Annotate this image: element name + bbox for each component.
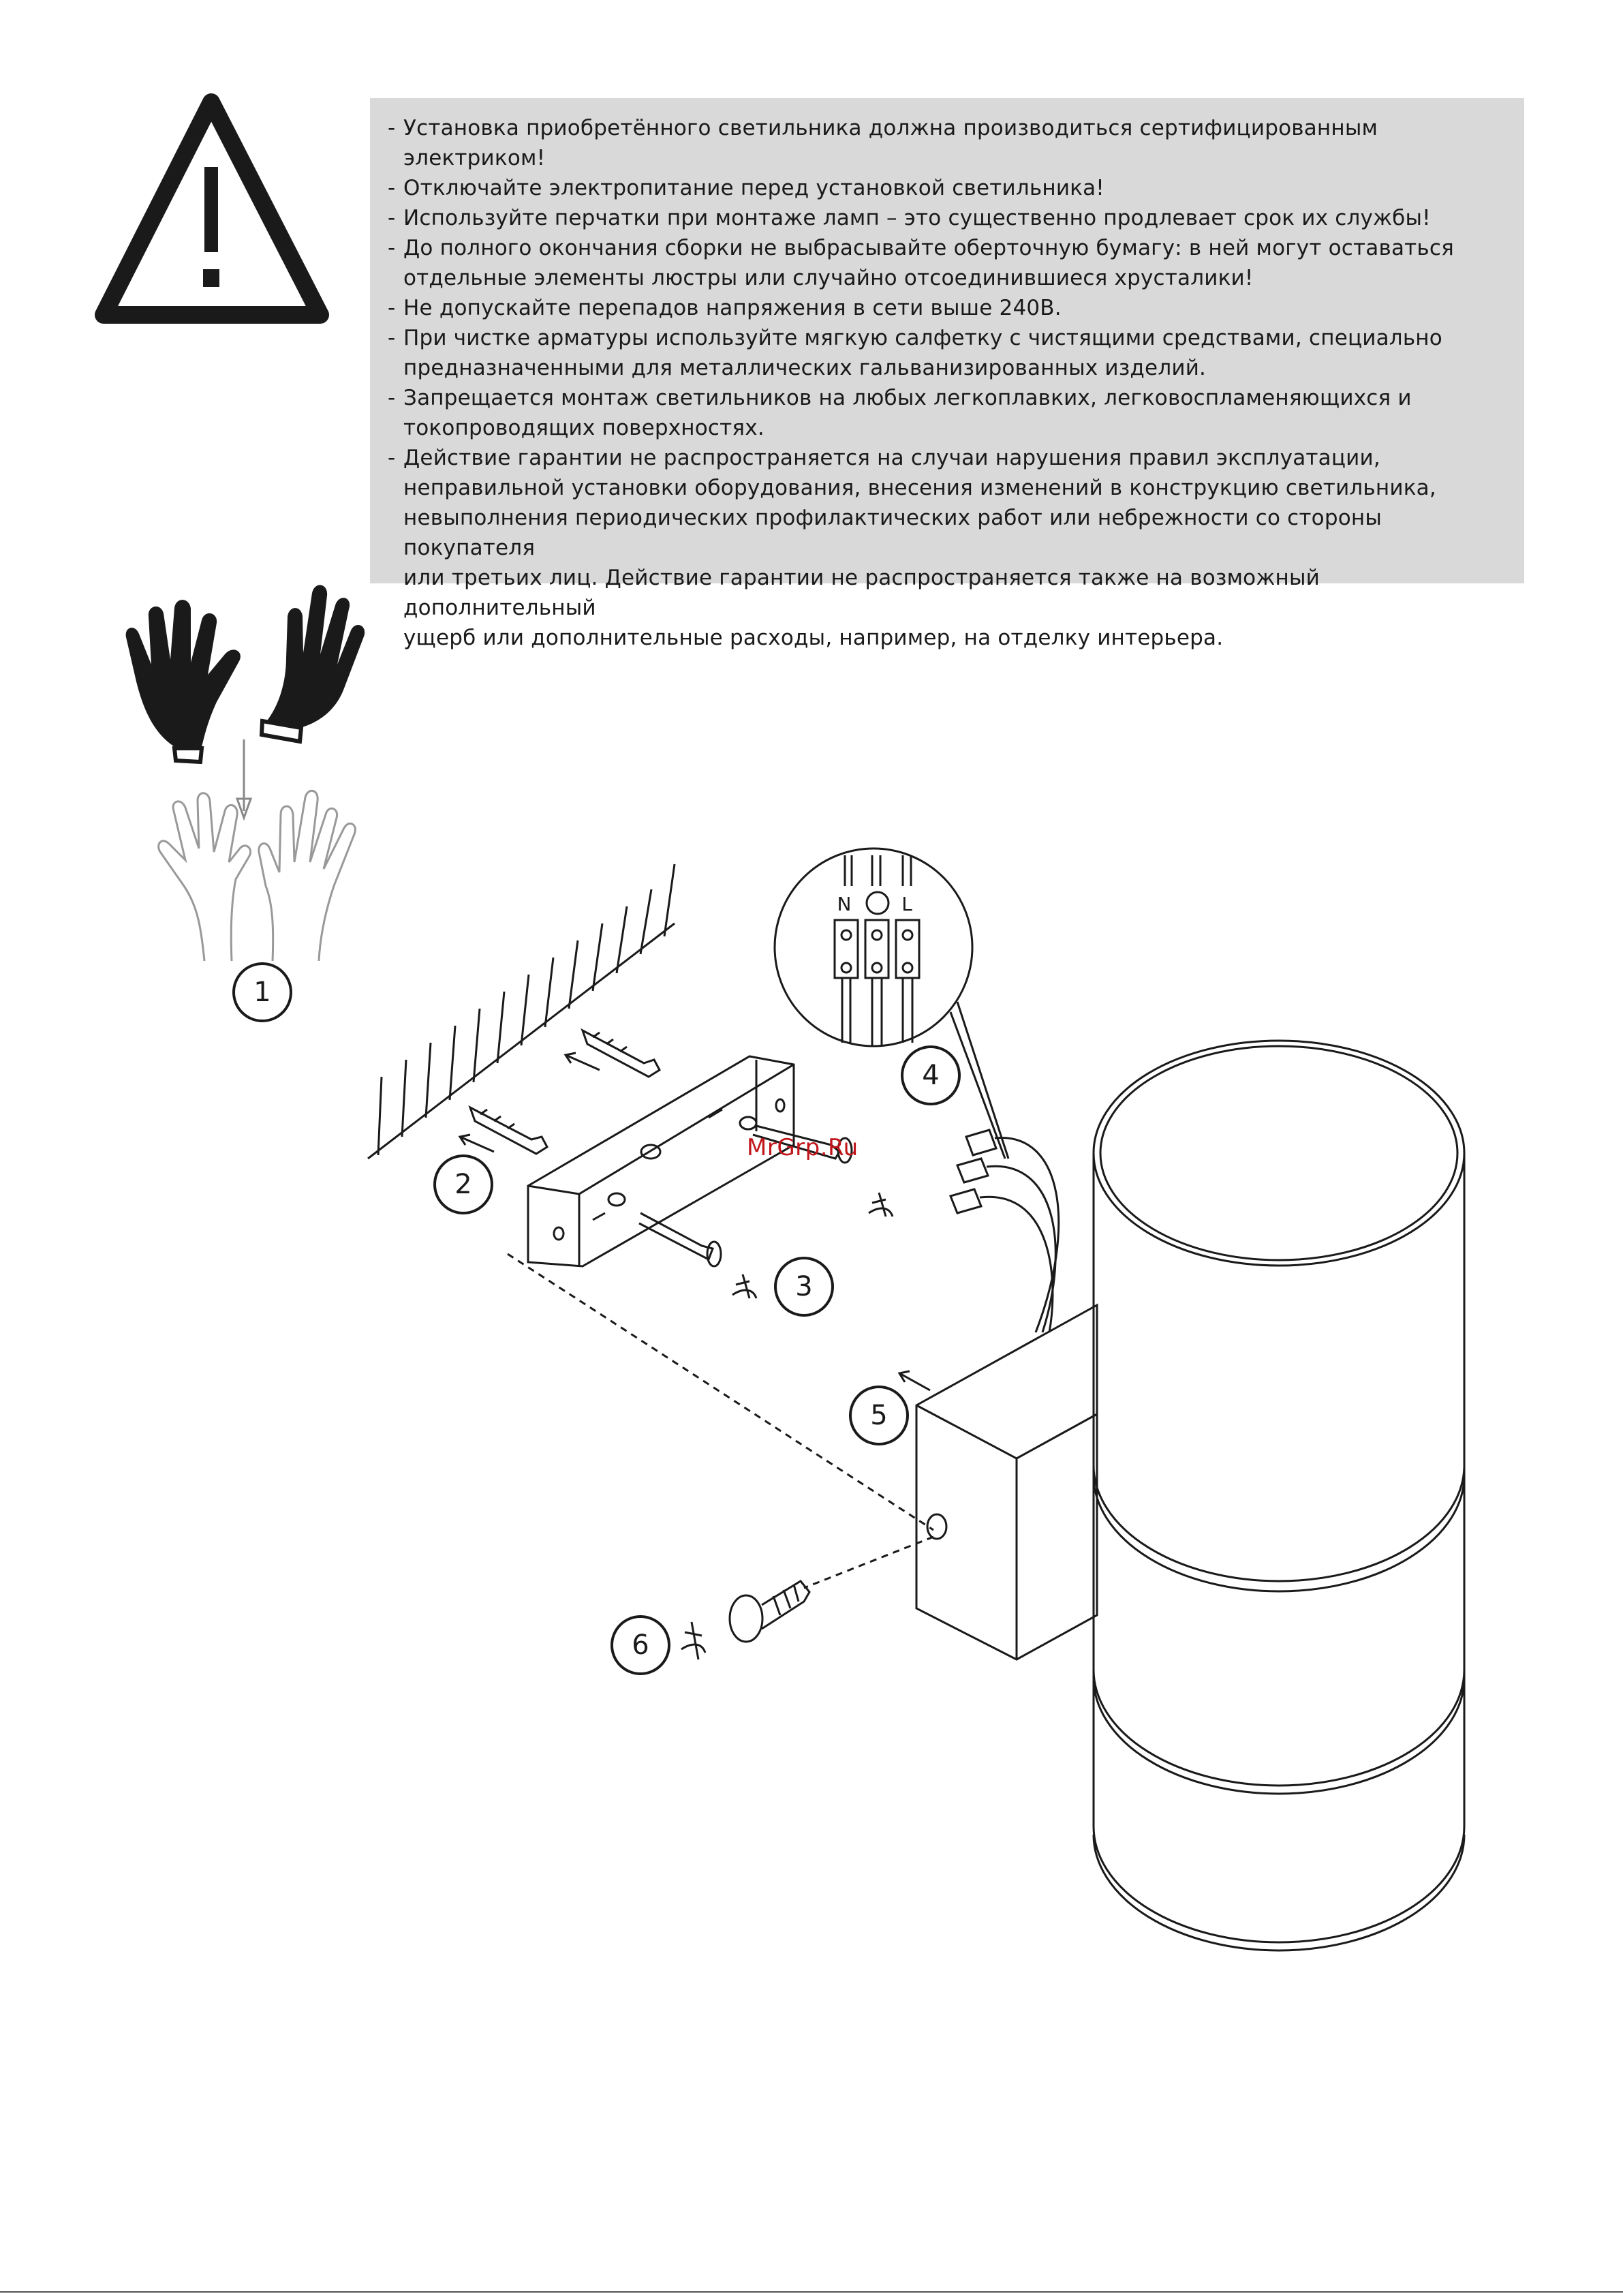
step-3-label: 3 <box>795 1271 813 1302</box>
wall-plug-1 <box>581 1028 661 1078</box>
warning-line: невыполнения периодических профилактичес… <box>403 506 1382 560</box>
warning-item: Отключайте электропитание перед установк… <box>388 173 1506 203</box>
step-6-label: 6 <box>632 1629 649 1661</box>
screwdriver-rotate-icon-3 <box>681 1621 707 1660</box>
junction-box <box>915 1303 1098 1661</box>
warning-line: Запрещается монтаж светильников на любых… <box>403 386 1412 410</box>
step-4-label: 4 <box>922 1060 940 1091</box>
bare-hands-icon <box>157 790 356 962</box>
warning-item: При чистке арматуры используйте мягкую с… <box>388 323 1506 383</box>
warning-item: Не допускайте перепадов напряжения в сет… <box>388 293 1506 323</box>
warning-line: Отключайте электропитание перед установк… <box>403 176 1104 200</box>
warning-line: Не допускайте перепадов напряжения в сет… <box>403 296 1062 320</box>
screwdriver-rotate-icon <box>868 1192 894 1217</box>
cylinder-light <box>1092 1039 1466 1952</box>
step-1-label: 1 <box>253 977 271 1008</box>
screw-lower <box>607 1192 722 1268</box>
neutral-label: N <box>837 893 852 915</box>
mounting-bracket <box>527 1055 795 1268</box>
step-5-label: 5 <box>870 1400 888 1431</box>
screwdriver-rotate-icon-2 <box>732 1274 758 1299</box>
wall-hatching <box>367 863 676 1160</box>
fixing-screw <box>728 1580 811 1643</box>
warning-item: Установка приобретённого светильника дол… <box>388 113 1506 173</box>
warning-line: токопроводящих поверхностях. <box>403 416 764 440</box>
warning-line: предназначенными для металлических гальв… <box>403 356 1207 380</box>
warning-line: ущерб или дополнительные расходы, наприм… <box>403 626 1224 650</box>
warning-line: отдельные элементы люстры или случайно о… <box>403 266 1254 290</box>
wiring-inset <box>773 847 1010 1159</box>
warning-list: Установка приобретённого светильника дол… <box>388 113 1506 653</box>
wall-plug-2 <box>468 1105 548 1155</box>
step-2-label: 2 <box>454 1169 472 1200</box>
left-glove-icon <box>125 600 241 765</box>
warning-line: При чистке арматуры используйте мягкую с… <box>403 326 1442 350</box>
warning-line: Установка приобретённого светильника дол… <box>403 116 1378 170</box>
right-glove-icon <box>259 585 365 744</box>
page-bottom-rule <box>0 2291 1623 2293</box>
warning-line: Действие гарантии не распространяется на… <box>403 446 1380 470</box>
warning-line: или третьих лиц. Действие гарантии не ра… <box>403 566 1320 620</box>
terminal-block <box>948 1129 1060 1333</box>
warning-box: Установка приобретённого светильника дол… <box>370 98 1524 650</box>
warning-line: До полного окончания сборки не выбрасыва… <box>403 236 1454 260</box>
live-label: L <box>901 893 912 915</box>
warning-item: До полного окончания сборки не выбрасыва… <box>388 233 1506 293</box>
watermark: MrGrp.Ru <box>747 1134 859 1161</box>
warning-line: Используйте перчатки при монтаже ламп – … <box>403 206 1431 230</box>
warning-item: Действие гарантии не распространяется на… <box>388 443 1506 653</box>
warning-line: неправильной установки оборудования, вне… <box>403 476 1436 500</box>
warning-item: Используйте перчатки при монтаже ламп – … <box>388 203 1506 233</box>
warning-item: Запрещается монтаж светильников на любых… <box>388 383 1506 443</box>
